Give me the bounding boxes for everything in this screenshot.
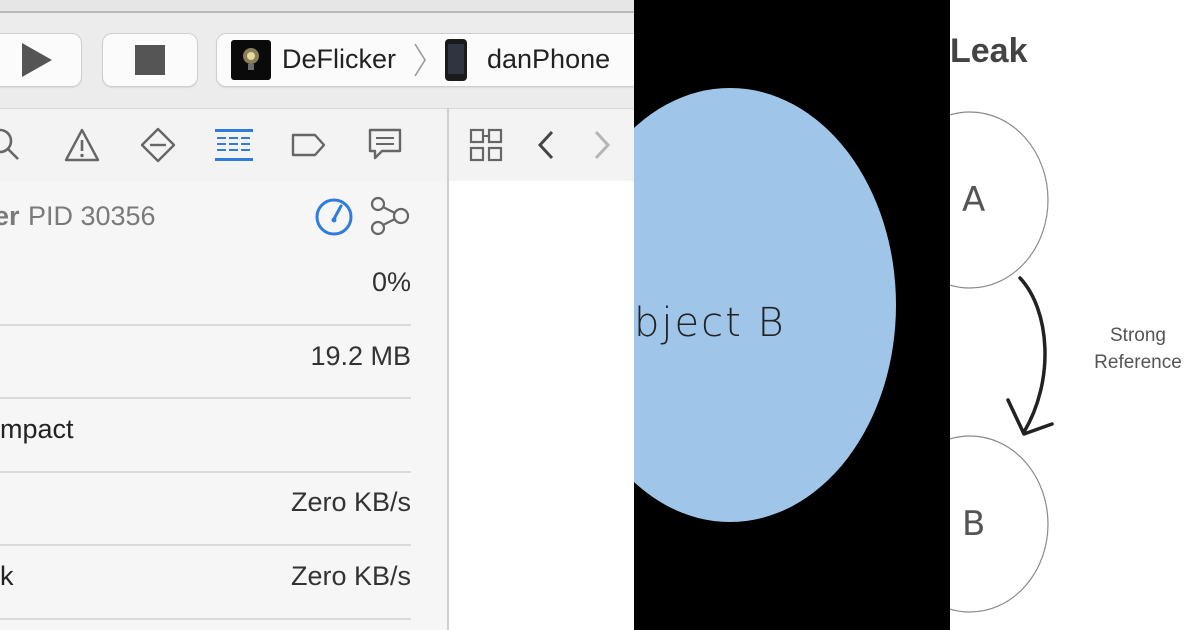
gauge-label: k — [0, 561, 14, 591]
editor-area[interactable] — [449, 181, 634, 630]
comment-icon[interactable] — [366, 127, 404, 163]
node-a-label: A — [962, 180, 986, 220]
row-separator — [0, 397, 411, 399]
tag-icon[interactable] — [291, 132, 327, 158]
device-name: danPhone — [487, 44, 611, 74]
split-divider[interactable] — [447, 108, 449, 630]
gauge-row-network[interactable]: k Zero KB/s — [0, 549, 411, 609]
related-items-icon[interactable] — [469, 128, 503, 162]
gauge-row-memory[interactable]: 19.2 MB — [0, 329, 411, 389]
node-b-label: B — [962, 504, 986, 544]
editor-jump-bar — [449, 108, 634, 182]
row-separator — [0, 618, 411, 620]
navigator-bar — [0, 108, 448, 182]
app-icon — [231, 40, 271, 80]
gauge-row-disk[interactable]: Zero KB/s — [0, 475, 411, 535]
stop-icon — [135, 45, 165, 75]
node-b-ellipse — [950, 435, 1049, 613]
gauge-row-cpu[interactable]: 0% — [0, 255, 411, 315]
node-a-ellipse — [950, 111, 1049, 289]
gauge-icon[interactable] — [314, 197, 354, 237]
toolbar: DeFlicker danPhone — [0, 13, 634, 108]
debug-navigator-icon[interactable] — [214, 128, 254, 162]
gauge-value: Zero KB/s — [290, 561, 411, 591]
breadcrumb-chevron-icon — [414, 43, 426, 77]
forward-chevron-icon[interactable] — [592, 129, 612, 161]
caption-line-1: Strong — [1110, 325, 1166, 346]
object-b-slide: bject B — [634, 0, 950, 630]
diagram-shapes — [950, 111, 1054, 613]
memory-graph-icon[interactable] — [368, 195, 412, 237]
arrow-caption: Strong Reference — [1078, 322, 1198, 376]
row-separator — [0, 324, 411, 326]
caption-line-2: Reference — [1094, 352, 1182, 373]
object-b-label: bject B — [634, 300, 786, 346]
iphone-icon — [445, 39, 467, 81]
gauge-label: mpact — [0, 414, 74, 444]
debug-gauges-list: er PID 30356 0% 19.2 MB mpact — [0, 181, 447, 630]
warning-icon[interactable] — [63, 127, 101, 163]
search-icon[interactable] — [0, 127, 24, 165]
row-separator — [0, 471, 411, 473]
title-bar-edge — [0, 0, 634, 13]
run-button[interactable] — [0, 33, 82, 87]
process-pid: PID 30356 — [27, 201, 156, 231]
diagram-title: Leak — [950, 32, 1028, 70]
play-icon — [22, 43, 52, 77]
gauge-value: Zero KB/s — [290, 487, 411, 517]
strong-reference-arrow — [1018, 276, 1047, 434]
gauge-value: 0% — [371, 267, 411, 297]
back-chevron-icon[interactable] — [536, 129, 556, 161]
scheme-selector[interactable]: DeFlicker danPhone — [216, 33, 634, 87]
breakpoint-icon[interactable] — [139, 126, 177, 164]
gauge-value: 19.2 MB — [310, 341, 411, 371]
xcode-window: DeFlicker danPhone — [0, 0, 634, 630]
scheme-name: DeFlicker — [282, 44, 397, 74]
leak-diagram: Leak A B Strong Reference — [950, 0, 1200, 630]
object-b-circle — [634, 88, 896, 522]
stop-button[interactable] — [102, 33, 198, 87]
row-separator — [0, 544, 411, 546]
gauge-row-energy[interactable]: mpact — [0, 402, 411, 462]
arrow-head — [1006, 398, 1054, 436]
process-name: er — [0, 201, 20, 231]
process-header[interactable]: er PID 30356 — [0, 201, 156, 237]
